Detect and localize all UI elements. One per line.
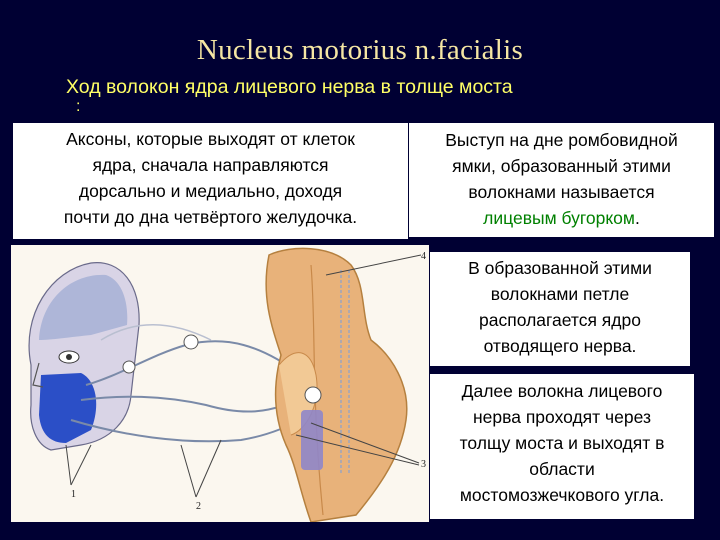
ganglion bbox=[122, 360, 136, 374]
nerve-fiber bbox=[100, 324, 212, 341]
text-line: Далее волокна лицевого bbox=[461, 381, 663, 401]
text-line: мостомозжечкового угла. bbox=[459, 485, 665, 505]
text-line: Выступ на дне ромбовидной bbox=[445, 130, 678, 150]
forehead-region bbox=[39, 274, 128, 340]
text-line: располагается ядро bbox=[479, 310, 641, 330]
leader-line bbox=[180, 444, 197, 498]
nose-shape bbox=[32, 362, 44, 388]
anatomy-illustration: 1 2 3 4 bbox=[11, 245, 429, 522]
text-line: Аксоны, которые выходят от клеток bbox=[66, 129, 355, 149]
text-line: волокнами называется bbox=[468, 182, 655, 202]
lower-face-region bbox=[39, 373, 97, 443]
label-3: 3 bbox=[421, 459, 426, 470]
text-line: почти до дна четвёртого желудочка. bbox=[63, 207, 358, 227]
text-line: дорсально и медиально, доходя bbox=[78, 181, 343, 201]
leader-line bbox=[295, 434, 420, 466]
leader-line bbox=[195, 439, 222, 498]
text-line: отводящего нерва. bbox=[483, 336, 637, 356]
text-line: ямки, образованный этими bbox=[452, 156, 671, 176]
text-box-abducens-nucleus: В образованной этими волокнами петле рас… bbox=[430, 252, 690, 366]
text-line: волокнами петле bbox=[490, 284, 630, 304]
nerve-fiber bbox=[80, 394, 307, 413]
pupil bbox=[66, 354, 72, 360]
ganglion bbox=[183, 334, 199, 350]
text-box-facial-colliculus: Выступ на дне ромбовидной ямки, образова… bbox=[409, 123, 714, 237]
slide-subtitle: Ход волокон ядра лицевого нерва в толще … bbox=[66, 76, 513, 98]
text-line: лицевым бугорком. bbox=[409, 205, 714, 231]
text-box-cerebellopontine: Далее волокна лицевого нерва проходят че… bbox=[430, 374, 694, 519]
text-line: В образованной этими bbox=[468, 258, 652, 278]
highlight-term: лицевым бугорком bbox=[483, 208, 635, 228]
leader-line bbox=[65, 444, 72, 486]
highlight-period: . bbox=[634, 208, 640, 228]
text-line: нерва проходят через bbox=[473, 407, 651, 427]
label-1: 1 bbox=[71, 489, 76, 500]
label-4: 4 bbox=[421, 251, 426, 262]
text-line: области bbox=[529, 459, 595, 479]
subtitle-colon: : bbox=[76, 98, 81, 115]
nucleus-circle bbox=[304, 386, 322, 404]
label-2: 2 bbox=[196, 501, 201, 512]
facial-nerve-diagram: 1 2 3 4 bbox=[28, 247, 426, 522]
text-line: толщу моста и выходят в bbox=[459, 433, 665, 453]
text-line: ядра, сначала направляются bbox=[92, 155, 329, 175]
leader-line bbox=[310, 422, 420, 464]
nucleus-region bbox=[301, 410, 323, 470]
slide-title: Nucleus motorius n.facialis bbox=[196, 34, 524, 66]
leader-line bbox=[70, 444, 92, 486]
leader-line bbox=[325, 254, 422, 276]
text-box-axons: Аксоны, которые выходят от клеток ядра, … bbox=[13, 123, 408, 239]
